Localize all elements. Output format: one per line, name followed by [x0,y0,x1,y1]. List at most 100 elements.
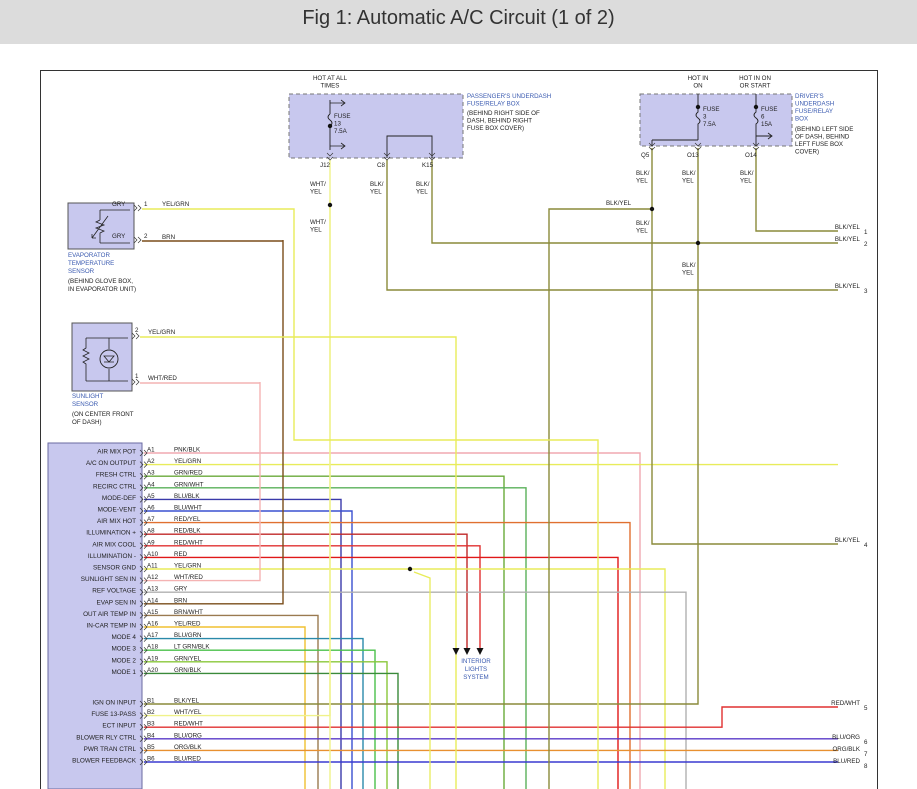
pin-label-b6: BLOWER FEEDBACK [72,758,137,765]
pin-chevron [139,519,148,526]
wire-color-label: BLK/YEL [835,224,861,231]
wire-a16 [144,626,306,789]
interior-lights-arrow [476,648,484,655]
driver-box-label: DRIVER'S [795,93,824,100]
figure-header-bar: Fig 1: Automatic A/C Circuit (1 of 2) [0,0,917,44]
pin-chevron [139,496,148,503]
evap-sensor-location: IN EVAPORATOR UNIT) [68,286,136,293]
wire-color-label: BLK/ [636,220,650,227]
pin-label-a7: AIR MIX HOT [97,518,136,525]
pin-chevron [139,530,148,538]
pin-chevron [139,635,148,642]
wire-k15 [431,160,838,244]
hot-label: HOT IN ON [739,75,771,82]
wire-color-label: BLU/ORG [174,732,202,739]
driver-box-location: OF DASH, BEHIND [795,134,850,141]
passenger-box-label: PASSENGER'S UNDERDASH [467,93,551,100]
exit-number: 7 [864,751,868,758]
wire-color-label: YEL [310,227,322,234]
pin-label-a4: RECIRC CTRL [93,483,136,490]
wire-a3 [144,475,505,789]
interior-lights-label: INTERIOR [461,658,491,665]
pin-chevron [139,658,148,666]
pin-chevron [139,670,148,677]
wire-color-label: YEL [370,189,382,196]
figure-title: Fig 1: Automatic A/C Circuit (1 of 2) [302,7,615,29]
wire-color-label: YEL [636,228,648,235]
pin-label-a19: MODE 2 [111,657,136,664]
fuse-label: 7.5A [703,121,717,128]
pin-number: 2 [144,233,148,240]
pin-label-a12: SUNLIGHT SEN IN [81,576,137,583]
pin-label-a8: ILLUMINATION + [86,530,136,537]
pin-number: A17 [147,632,159,639]
pin-chevron [139,600,148,608]
hot-label: HOT IN [688,75,709,82]
pin-chevron [139,461,148,468]
pin-number: A20 [147,667,159,674]
diagram-frame [40,70,878,789]
wire-o14 [755,148,838,232]
pin-label-a1: AIR MIX POT [97,449,136,456]
pin-number: A16 [147,621,159,628]
wire-color-label: WHT/RED [174,574,203,581]
evap-sensor-label: EVAPORATOR [68,252,110,259]
wire-color-label: YEL/GRN [148,329,175,336]
wire-color-label: ORG/BLK [174,744,202,751]
terminal-chevron [648,142,656,151]
wire-color-label: BLK/ [636,170,650,177]
terminal-chevron [383,152,391,161]
exit-number: 5 [864,705,868,712]
pin-label-a13: REF VOLTAGE [92,588,136,595]
pin-label-a11: SENSOR GND [93,565,136,572]
wire-color-label: YEL [636,178,648,185]
wire-color-label: GRN/RED [174,470,203,477]
pin-chevron [139,612,148,619]
wire-color-label: WHT/ [310,219,326,226]
exit-number: 4 [864,542,868,549]
wire-color-label: GRY [174,586,187,593]
wire-color-label: YEL/GRN [162,201,189,208]
driver-box-label: BOX [795,116,808,123]
fuse-label: FUSE [761,106,778,113]
wire-color-label: BLK/ [682,170,696,177]
interior-lights-label: SYSTEM [463,674,488,681]
terminal-chevron [694,142,702,151]
terminal-label: K15 [422,162,434,169]
pin-number: A10 [147,551,159,558]
pin-number: A15 [147,609,159,616]
fuse-output-arrow [330,99,346,150]
splice-dot [695,240,701,246]
wire-q5-branch [548,208,652,789]
fuse-label: 6 [761,114,765,121]
sun-sensor-location: (ON CENTER FRONT [72,411,134,418]
pin-label-a3: FRESH CTRL [96,472,137,479]
terminal-label: O14 [745,152,757,159]
wire-color-label: BLU/BLK [174,493,200,500]
wire-b3 [144,706,838,728]
terminal-chevron [326,152,334,161]
exit-number: 1 [864,229,868,236]
wire-color-label: BLU/GRN [174,632,202,639]
wire-a4 [144,487,527,789]
pin-chevron [139,577,148,584]
pin-number: A4 [147,481,155,488]
pin-label-a14: EVAP SEN IN [96,599,136,606]
wire-a20 [144,672,399,789]
driver-fuse-relay-box [639,93,793,147]
pin-label-b4: BLOWER RLY CTRL [76,734,136,741]
passenger-box-location: DASH, BEHIND RIGHT [467,118,532,125]
pin-chevron [139,747,148,754]
pin-chevron [139,723,148,731]
hot-label: ON [693,83,702,90]
wire-color-label: BRN [174,597,187,604]
passenger-box-label: FUSE/RELAY BOX [467,101,520,108]
wire-color-label: PNK/BLK [174,447,201,454]
wire-color-label: BLK/ [416,181,430,188]
pin-number: A12 [147,574,159,581]
pin-number: A6 [147,505,155,512]
fuse-label: 13 [334,121,341,128]
wire-a13 [144,591,687,789]
pin-number: A11 [147,563,158,570]
